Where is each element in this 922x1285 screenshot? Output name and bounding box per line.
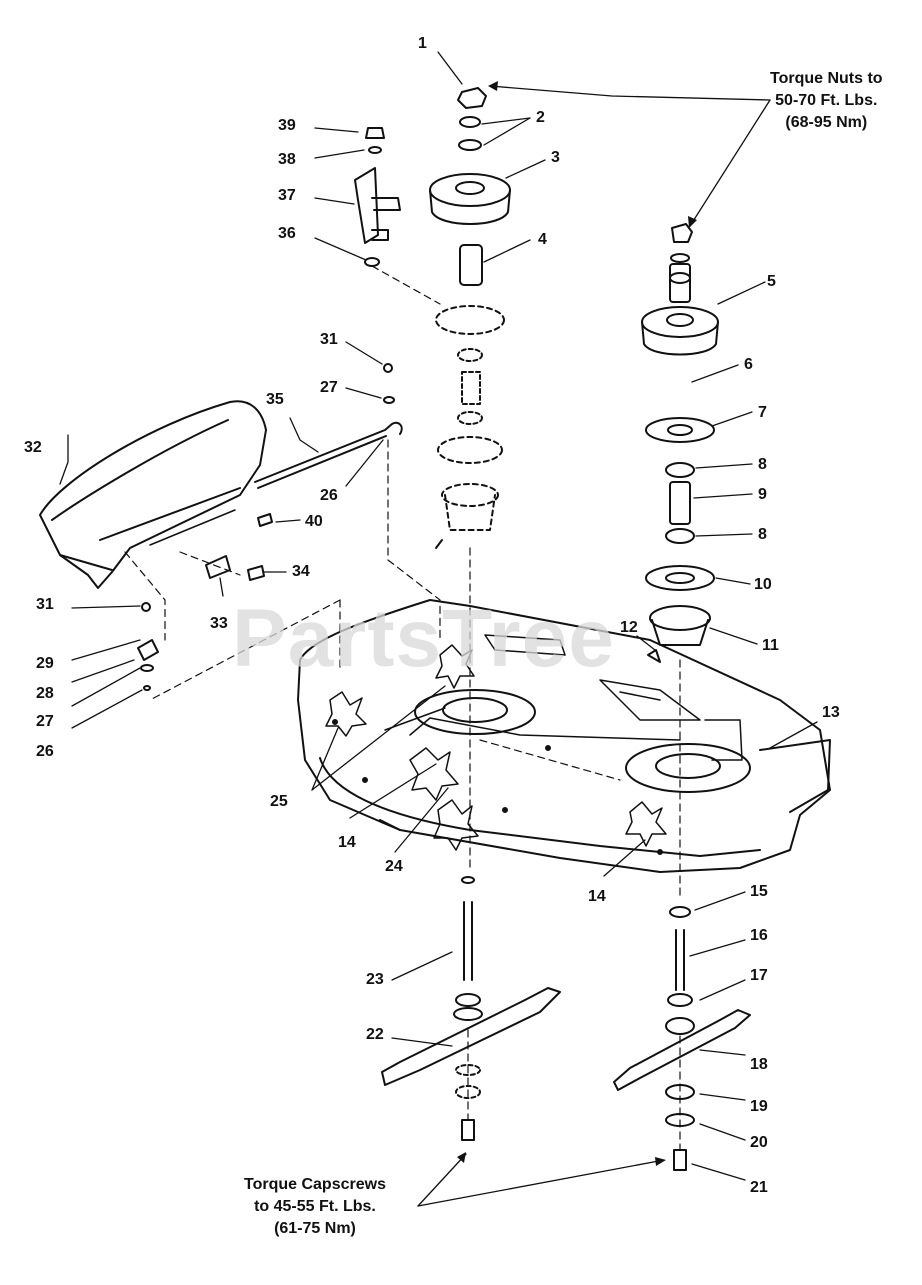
- callout-2: 2: [536, 109, 545, 126]
- callout-18: 18: [750, 1056, 768, 1073]
- torque-capscrews-line-2: to 45-55 Ft. Lbs.: [254, 1198, 376, 1215]
- callout-19: 19: [750, 1098, 768, 1115]
- right-spindle-stack: [641, 223, 719, 663]
- callout-21: 21: [750, 1179, 768, 1196]
- callout-29: 29: [36, 655, 54, 672]
- torque-capscrews-line-3: (61-75 Nm): [274, 1220, 356, 1237]
- callout-33: 33: [210, 615, 228, 632]
- spring-33-and-pins: [137, 363, 395, 691]
- assembly-centerlines: [124, 265, 681, 1151]
- left-spindle-stack: [429, 87, 511, 549]
- callout-3: 3: [551, 149, 560, 166]
- callout-25: 25: [270, 793, 288, 810]
- callout-27-upper: 27: [320, 379, 338, 396]
- callout-12: 12: [620, 619, 638, 636]
- callout-13: 13: [822, 704, 840, 721]
- callout-11: 11: [762, 637, 779, 654]
- star-washers: [325, 644, 667, 851]
- callout-6: 6: [744, 356, 753, 373]
- callout-17: 17: [750, 967, 768, 984]
- callout-22: 22: [366, 1026, 384, 1043]
- callout-27-lower: 27: [36, 713, 54, 730]
- arrowheads: [457, 81, 697, 1166]
- leader-lines: [59, 51, 818, 1207]
- mower-deck: [297, 599, 831, 873]
- torque-capscrews-note: Torque Capscrews to 45-55 Ft. Lbs. (61-7…: [244, 1174, 386, 1240]
- torque-capscrews-line-1: Torque Capscrews: [244, 1176, 386, 1193]
- torque-nuts-line-3: (68-95 Nm): [785, 114, 868, 131]
- callout-26-upper: 26: [320, 487, 338, 504]
- callout-26-lower: 26: [36, 743, 54, 760]
- torque-nuts-note: Torque Nuts to 50-70 Ft. Lbs. (68-95 Nm): [770, 68, 883, 134]
- torque-nuts-line-2: 50-70 Ft. Lbs.: [775, 92, 878, 109]
- callout-39: 39: [278, 117, 296, 134]
- callout-15: 15: [750, 883, 768, 900]
- callout-8-upper: 8: [758, 456, 767, 473]
- right-blade-assembly: [613, 906, 751, 1171]
- callout-24: 24: [385, 858, 403, 875]
- discharge-chute: [39, 400, 267, 589]
- callout-31-lower: 31: [36, 596, 54, 613]
- left-blade-assembly: [381, 876, 561, 1141]
- callout-40: 40: [305, 513, 323, 530]
- callout-5: 5: [767, 273, 776, 290]
- callout-8-lower: 8: [758, 526, 767, 543]
- callout-20: 20: [750, 1134, 768, 1151]
- callout-36: 36: [278, 225, 296, 242]
- callout-7: 7: [758, 404, 767, 421]
- callout-16: 16: [750, 927, 768, 944]
- callout-31-upper: 31: [320, 331, 338, 348]
- callout-14-right: 14: [588, 888, 606, 905]
- callout-38: 38: [278, 151, 296, 168]
- callout-23: 23: [366, 971, 384, 988]
- callout-1: 1: [418, 35, 427, 52]
- callout-4: 4: [538, 231, 547, 248]
- callout-10: 10: [754, 576, 772, 593]
- callout-37: 37: [278, 187, 296, 204]
- callout-35: 35: [266, 391, 284, 408]
- callout-32: 32: [24, 439, 42, 456]
- torque-nuts-line-1: Torque Nuts to: [770, 70, 883, 87]
- bracket-37: [354, 127, 401, 267]
- callout-34: 34: [292, 563, 310, 580]
- callout-9: 9: [758, 486, 767, 503]
- callout-28: 28: [36, 685, 54, 702]
- deflector-rod: [254, 421, 403, 483]
- callout-14-left: 14: [338, 834, 356, 851]
